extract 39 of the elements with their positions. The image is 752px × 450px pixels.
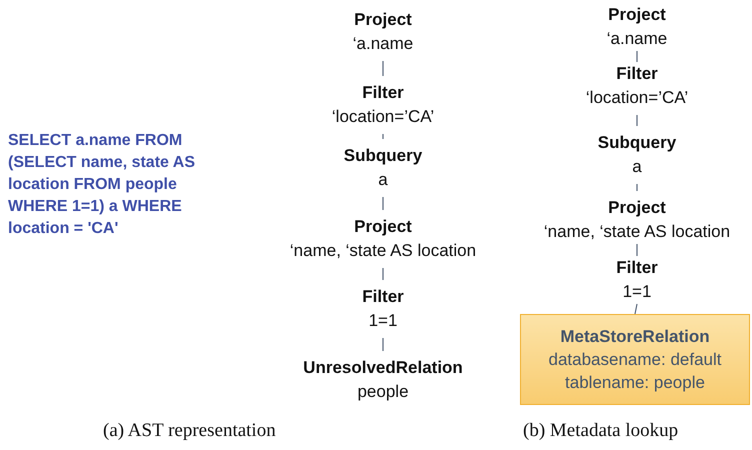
operator-name: Filter xyxy=(362,286,404,308)
operator-name: MetaStoreRelation xyxy=(560,326,710,348)
operator-argument: a xyxy=(632,156,642,178)
connector-line xyxy=(636,184,638,192)
subfigure-caption: (a) AST representation xyxy=(103,420,276,442)
operator-argument: ‘name, ‘state AS location xyxy=(290,240,476,262)
operator-argument: ‘location=’CA’ xyxy=(586,87,688,109)
connector-line xyxy=(382,134,384,140)
operator-argument: ‘a.name xyxy=(352,33,414,55)
connector-line xyxy=(636,244,638,256)
connector-line xyxy=(382,60,384,76)
operator-name: Project xyxy=(354,216,412,238)
connector-line xyxy=(382,268,384,280)
operator-name: Subquery xyxy=(344,145,422,167)
operator-name: Filter xyxy=(616,257,658,279)
operator-argument: people xyxy=(357,381,409,403)
connector-line xyxy=(636,114,638,126)
operator-name: Filter xyxy=(616,63,658,85)
operator-name: Subquery xyxy=(598,132,676,154)
operator-name: Filter xyxy=(362,82,404,104)
connector-line xyxy=(382,196,384,210)
operator-name: Project xyxy=(354,9,412,31)
operator-argument: databasename: default xyxy=(548,349,722,371)
subfigure-caption: (b) Metadata lookup xyxy=(523,420,678,442)
connector-line xyxy=(382,338,384,352)
relation-box xyxy=(520,314,750,405)
operator-name: UnresolvedRelation xyxy=(303,357,463,379)
operator-argument: 1=1 xyxy=(368,310,398,332)
operator-argument: tablename: people xyxy=(565,372,705,394)
operator-argument: 1=1 xyxy=(622,281,652,303)
sql-query-text: SELECT a.name FROM (SELECT name, state AS location FROM people WHERE 1=1) a WHERE location = 'CA' xyxy=(8,131,196,239)
operator-argument: ‘location=’CA’ xyxy=(332,106,434,128)
operator-name: Project xyxy=(608,197,666,219)
connector-line xyxy=(634,304,638,314)
operator-argument: ‘a.name xyxy=(606,28,668,50)
operator-name: Project xyxy=(608,4,666,26)
operator-argument: ‘name, ‘state AS location xyxy=(544,221,730,243)
connector-line xyxy=(636,50,638,62)
operator-argument: a xyxy=(378,169,388,191)
